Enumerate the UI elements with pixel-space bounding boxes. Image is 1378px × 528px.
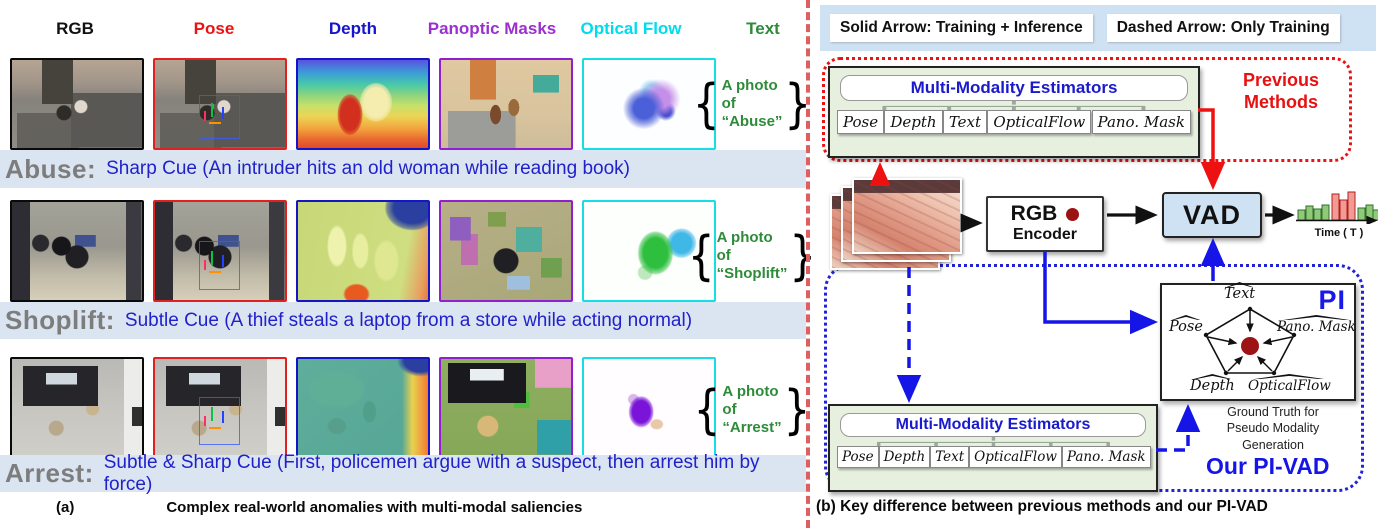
modality-column-headers: RGB Pose Depth Panoptic Masks Optical Fl… — [10, 6, 819, 52]
shoplift-text-prompt: { A photo of “Shoplift” } — [688, 218, 816, 294]
anomaly-cue: Subtle & Sharp Cue (First, policemen arg… — [103, 451, 760, 495]
arrest-text-prompt: { A photo of “Arrest” } — [693, 372, 811, 448]
center-dot — [1241, 337, 1259, 355]
abuse-rgb-image — [10, 58, 144, 150]
open-brace: { — [692, 72, 720, 134]
arrest-caption-bar: Arrest: Subtle & Sharp Cue (First, polic… — [0, 452, 806, 495]
panel-a-caption: (a) Complex real-world anomalies with mul… — [56, 499, 582, 516]
shoplift-optical-flow-image — [582, 200, 716, 302]
pi-node-optical-flow: OpticalFlow — [1248, 378, 1331, 394]
previous-methods-region — [822, 57, 1352, 162]
column-header-text: Text — [746, 19, 780, 39]
pi-node-text: Text — [1224, 286, 1256, 302]
panel-method-diagram: Solid Arrow: Training + Inference Dashed… — [806, 0, 1378, 528]
anomaly-cue: Subtle Cue (A thief steals a laptop from… — [124, 309, 693, 331]
arrest-optical-flow-image — [582, 357, 716, 457]
estimators-title: Multi-Modality Estimators — [840, 413, 1146, 437]
red-dot-icon — [1066, 207, 1080, 221]
column-header-rgb: RGB — [56, 19, 94, 39]
score-bars — [1296, 191, 1378, 226]
arrest-depth-image — [296, 357, 430, 457]
shoplift-image-row — [10, 200, 716, 302]
arrest-rgb-image — [10, 357, 144, 457]
photo-of-class: “Shoplift” — [716, 265, 788, 282]
legend-solid-arrow: Solid Arrow: Training + Inference — [830, 14, 1093, 42]
pose-skeleton-overlay — [155, 359, 285, 455]
abuse-pose-image — [153, 58, 287, 150]
photo-of-class: “Abuse” — [721, 113, 783, 130]
abuse-text-prompt: { A photo of “Abuse” } — [692, 66, 811, 142]
column-header-depth: Depth — [328, 19, 378, 39]
open-brace: { — [687, 224, 715, 286]
anomaly-cue: Sharp Cue (An intruder hits an old woman… — [106, 158, 630, 179]
anomaly-score-chart: Time ( T ) — [1296, 180, 1378, 242]
photo-of-line: A photo of — [721, 77, 778, 112]
vad-box: VAD — [1162, 192, 1262, 238]
abuse-panoptic-image — [439, 58, 573, 150]
modality-text: Text — [942, 110, 988, 134]
abuse-caption-bar: Abuse: Sharp Cue (An intruder hits an ol… — [0, 150, 806, 188]
multi-modality-estimators-bottom: Multi-Modality Estimators Pose Depth Tex… — [828, 404, 1158, 492]
modality-depth: Depth — [878, 446, 931, 468]
multi-modality-estimators-top: Multi-Modality Estimators Pose Depth Tex… — [828, 66, 1200, 158]
panel-b-caption: (b) Key difference between previous meth… — [816, 498, 1268, 515]
modality-text: Text — [930, 446, 970, 468]
open-brace: { — [693, 378, 721, 440]
modality-panoptic-mask: Pano. Mask — [1061, 446, 1151, 468]
anomaly-name: Shoplift: — [5, 305, 115, 335]
photo-of-line: A photo of — [722, 383, 779, 418]
arrest-panoptic-image — [439, 357, 573, 457]
photo-of-line: A photo of — [716, 229, 773, 264]
rgb-encoder-box: RGB Encoder — [986, 196, 1104, 252]
previous-methods-label: Previous Methods — [1242, 70, 1320, 112]
time-axis-label: Time ( T ) — [1314, 227, 1364, 239]
pose-skeleton-overlay — [155, 60, 285, 148]
modality-optical-flow: OpticalFlow — [987, 110, 1092, 134]
shoplift-panoptic-image — [439, 200, 573, 302]
modality-depth: Depth — [884, 110, 943, 134]
pose-skeleton-overlay — [155, 202, 285, 300]
shoplift-rgb-image — [10, 200, 144, 302]
abuse-depth-image — [296, 58, 430, 150]
column-header-panoptic-masks: Panoptic Masks — [427, 19, 557, 39]
arrow-legend: Solid Arrow: Training + Inference Dashed… — [820, 5, 1376, 51]
panel-anomaly-examples: RGB Pose Depth Panoptic Masks Optical Fl… — [0, 20, 816, 516]
abuse-optical-flow-image — [582, 58, 716, 150]
legend-dashed-arrow: Dashed Arrow: Only Training — [1106, 14, 1340, 42]
shoplift-pose-image — [153, 200, 287, 302]
close-brace: } — [783, 378, 811, 440]
anomaly-name: Arrest: — [5, 458, 94, 488]
arrest-pose-image — [153, 357, 287, 457]
our-pivad-label: Our PI-VAD — [1206, 453, 1330, 479]
pi-node-depth: Depth — [1190, 378, 1235, 394]
abuse-image-row — [10, 58, 716, 150]
caption-text: Complex real-world anomalies with multi-… — [166, 499, 583, 516]
modality-panoptic-mask: Pano. Mask — [1091, 110, 1191, 134]
encoder-label: Encoder — [1012, 226, 1077, 244]
modality-pose: Pose — [837, 446, 879, 468]
tree-connector — [876, 437, 1110, 446]
arrest-image-row — [10, 357, 716, 457]
shoplift-depth-image — [296, 200, 430, 302]
column-header-pose: Pose — [193, 19, 235, 39]
estimators-title: Multi-Modality Estimators — [840, 75, 1188, 101]
column-header-optical-flow: Optical Flow — [580, 19, 682, 39]
pi-node-pano-mask: Pano. Mask — [1277, 319, 1356, 335]
caption-index: (a) — [56, 499, 75, 516]
pi-node-pose: Pose — [1169, 319, 1203, 335]
encoder-label-rgb: RGB — [1010, 202, 1058, 225]
modality-optical-flow: OpticalFlow — [969, 446, 1062, 468]
photo-of-class: “Arrest” — [722, 419, 782, 436]
video-frame — [852, 178, 962, 254]
ground-truth-note: Ground Truth for Pseudo Modality Generat… — [1226, 405, 1320, 452]
modality-pose: Pose — [837, 110, 885, 134]
shoplift-caption-bar: Shoplift: Subtle Cue (A thief steals a l… — [0, 302, 806, 339]
anomaly-name: Abuse: — [5, 153, 97, 184]
tree-connector — [882, 101, 1146, 110]
pi-label: PI — [1318, 285, 1346, 315]
pi-pentagon-box: PI Text Pose Pano. Mask Depth OpticalFlo… — [1160, 283, 1356, 401]
video-frames-stack — [830, 178, 962, 270]
close-brace: } — [789, 224, 817, 286]
